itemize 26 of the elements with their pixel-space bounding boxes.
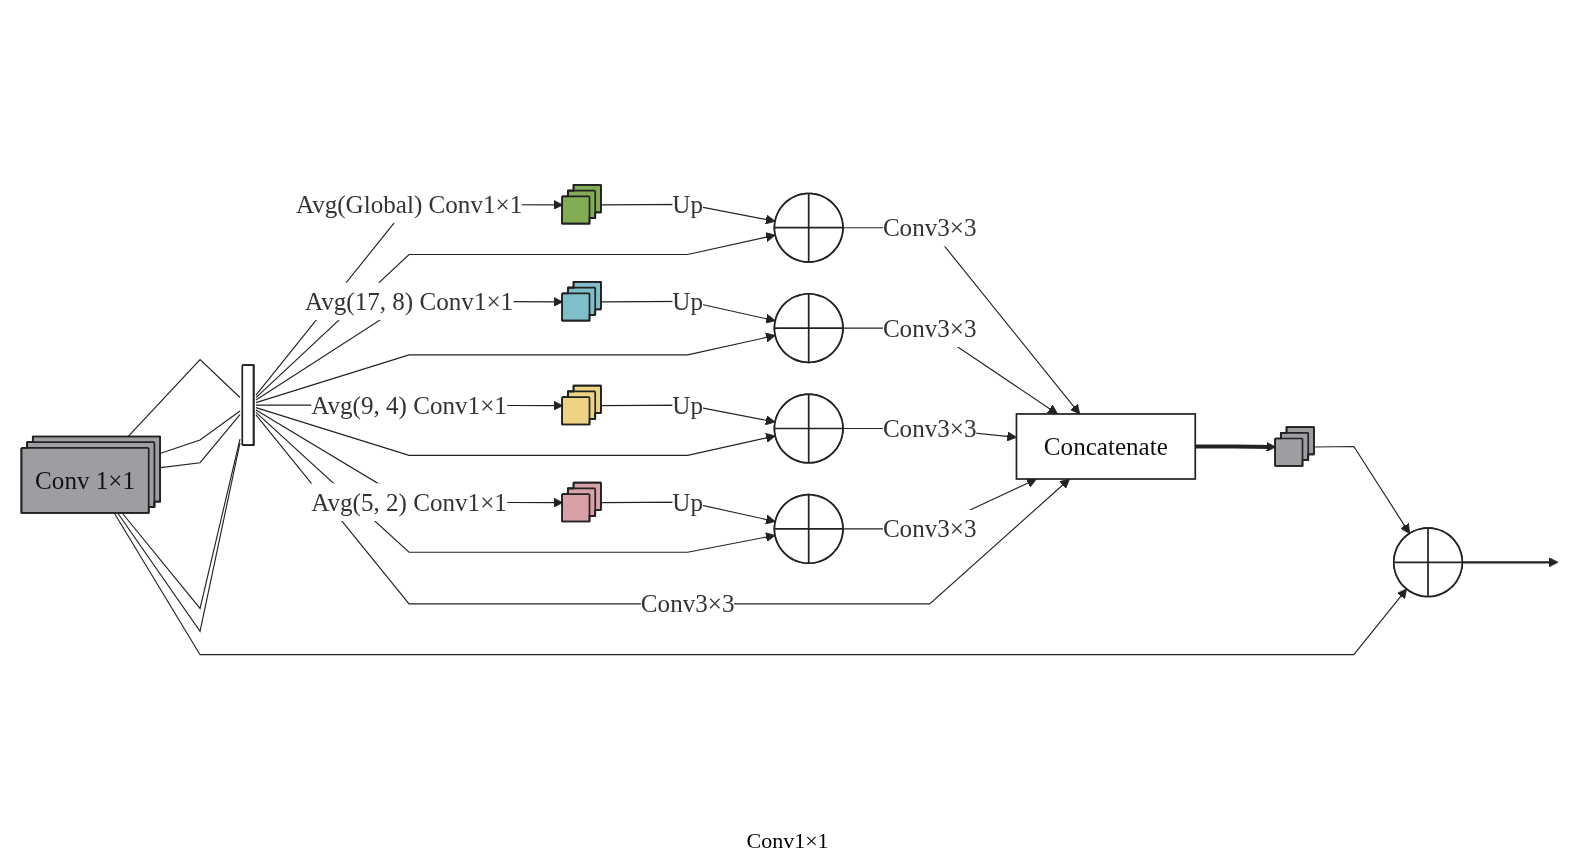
edge-label: Conv3×3	[882, 213, 977, 242]
edge-label: Up	[672, 190, 704, 219]
edge-label: Avg(17, 8) Conv1×1	[304, 287, 514, 316]
connector	[160, 410, 241, 454]
connector	[117, 442, 241, 633]
edge-label: Conv3×3	[882, 313, 977, 343]
arrow	[1195, 441, 1277, 452]
edge-label: Up	[672, 487, 704, 517]
arrow	[255, 332, 776, 404]
edge-label: Up	[672, 390, 704, 420]
edge-label: Avg(5, 2) Conv1×1	[311, 487, 507, 517]
edge-label: Conv3×3	[640, 589, 735, 619]
connector	[122, 438, 241, 610]
edge-label: Conv3×3	[882, 514, 977, 544]
operation-label: Conv1×1	[746, 828, 829, 854]
edge-label: Up	[672, 287, 704, 316]
edge-label: Conv3×3	[882, 414, 977, 443]
arrow	[255, 414, 1070, 605]
arrow	[114, 512, 1408, 656]
edge-label: Avg(Global) Conv1×1	[295, 190, 523, 219]
arrow	[255, 407, 776, 456]
node-box: Concatenate	[1015, 413, 1197, 480]
arrow	[1313, 445, 1411, 534]
connector	[160, 414, 241, 469]
arrow	[1462, 557, 1559, 568]
edge-label: Avg(9, 4) Conv1×1	[311, 390, 507, 420]
